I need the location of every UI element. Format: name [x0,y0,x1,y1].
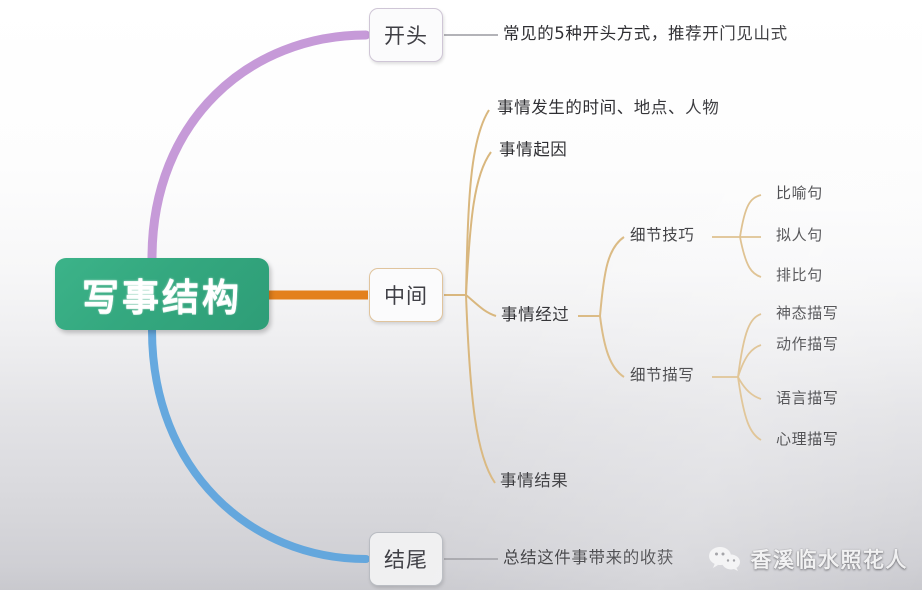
leaf-result[interactable]: 事情结果 [500,471,569,490]
branch-node-middle-label: 中间 [384,284,428,308]
leaf-metaphor[interactable]: 比喻句 [776,184,823,202]
wechat-icon [708,547,740,571]
root-node-label: 写事结构 [82,276,242,319]
leaf-opening-methods[interactable]: 常见的5种开头方式，推荐开门见山式 [503,24,788,43]
branch-node-ending-label: 结尾 [384,548,428,572]
branch-node-ending[interactable]: 结尾 [369,532,443,586]
leaf-mind-description[interactable]: 心理描写 [776,430,839,448]
leaf-action-description[interactable]: 动作描写 [776,335,839,353]
leaf-ending-summary[interactable]: 总结这件事带来的收获 [503,548,674,567]
watermark: 香溪临水照花人 [708,544,909,574]
connector-detail-to-expression [737,313,762,378]
connector-middle-to-who [465,109,490,296]
connector-skill-to-metaphor [739,194,762,238]
connector-middle-to-result [465,294,496,484]
leaf-process[interactable]: 事情经过 [501,305,570,324]
watermark-text: 香溪临水照花人 [750,548,908,572]
connector-process-to-detail [599,315,625,378]
branch-node-middle[interactable]: 中间 [369,268,443,322]
leaf-detail-description[interactable]: 细节描写 [630,366,695,384]
leaf-time-place-people[interactable]: 事情发生的时间、地点、人物 [497,98,720,117]
root-node[interactable]: 写事结构 [55,258,269,330]
branch-node-opening[interactable]: 开头 [369,8,443,62]
connector-process-to-skill [599,236,625,317]
branch-node-opening-label: 开头 [384,24,428,48]
leaf-cause[interactable]: 事情起因 [499,140,568,159]
connector-root-to-opening [147,30,371,263]
leaf-speech-description[interactable]: 语言描写 [776,389,839,407]
connector-root-to-ending [148,326,370,563]
leaf-detail-skills[interactable]: 细节技巧 [630,226,695,244]
connector-detail-to-mind [737,376,762,441]
leaf-expression-description[interactable]: 神态描写 [776,304,839,322]
connector-middle-to-process [465,294,497,317]
leaf-parallelism[interactable]: 排比句 [776,266,823,284]
leaf-personification[interactable]: 拟人句 [776,226,823,244]
connector-middle-to-cause [465,151,492,296]
connector-detail-to-action [737,344,762,378]
connector-detail-to-speech [737,376,762,400]
connector-skill-to-parallel [739,236,762,278]
